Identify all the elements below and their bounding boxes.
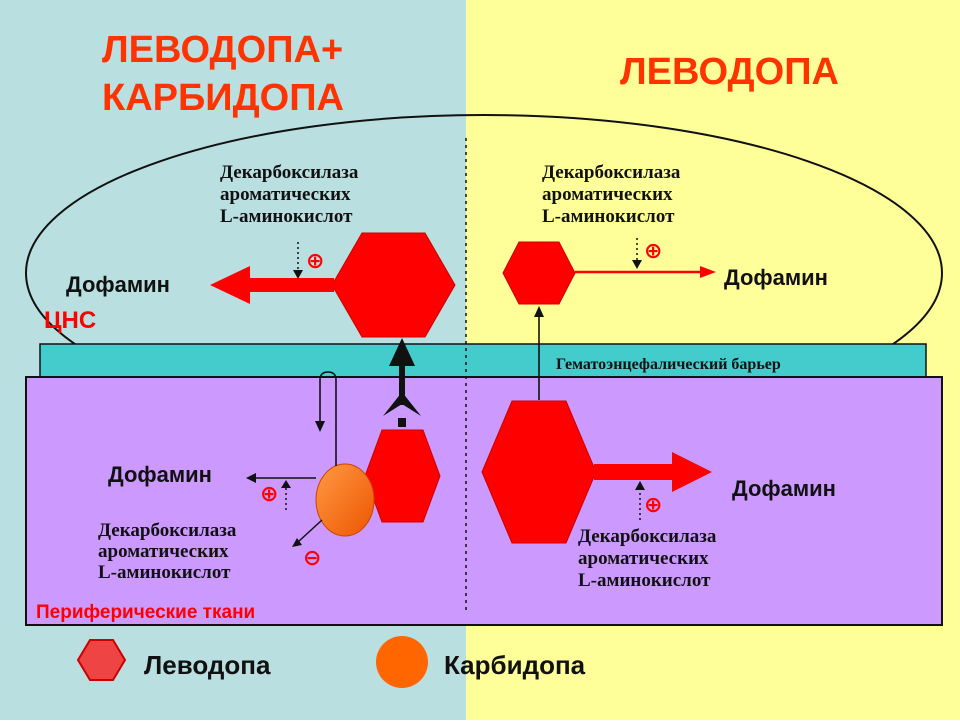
plus-sign-periphery-left: ⊕ bbox=[260, 481, 278, 506]
legend-carbidopa-circle bbox=[376, 636, 428, 688]
blood-brain-barrier bbox=[39, 343, 927, 378]
enzyme-periphery-left-line2: ароматических bbox=[98, 541, 229, 562]
cns-label: ЦНС bbox=[44, 307, 96, 334]
title-right: ЛЕВОДОПА bbox=[620, 51, 839, 93]
title-left-line1: ЛЕВОДОПА+ bbox=[102, 29, 343, 71]
legend-levodopa-hexagon bbox=[76, 639, 127, 681]
carbidopa-circle-periphery bbox=[315, 463, 375, 537]
enzyme-cns-left-line1: Декарбоксилаза bbox=[220, 162, 359, 183]
minus-sign-periphery: ⊖ bbox=[303, 545, 321, 570]
plus-sign-periphery-right: ⊕ bbox=[644, 492, 662, 517]
enzyme-pointer-head-periphery-right bbox=[635, 481, 645, 490]
carbidopa-return-arrow bbox=[319, 371, 337, 466]
transport-stub-left bbox=[398, 418, 406, 427]
peripheral-label: Периферические ткани bbox=[36, 602, 255, 623]
enzyme-periphery-left-line3: L-аминокислот bbox=[98, 562, 231, 583]
enzyme-periphery-right-line2: ароматических bbox=[578, 548, 709, 569]
plus-sign-cns-left: ⊕ bbox=[306, 248, 324, 273]
levodopa-hexagon-cns-left bbox=[331, 232, 456, 338]
inhibition-arrow-head bbox=[292, 538, 302, 547]
enzyme-cns-left-line2: ароматических bbox=[220, 184, 351, 205]
dopamine-arrow-cns-right-head bbox=[700, 266, 716, 278]
dopamine-arrow-periphery-left-head bbox=[246, 473, 256, 483]
legend-levodopa-label: Леводопа bbox=[144, 650, 271, 680]
levodopa-hexagon-periphery-left bbox=[364, 429, 441, 523]
enzyme-periphery-right-line3: L-аминокислот bbox=[578, 570, 711, 591]
plus-sign-cns-right: ⊕ bbox=[644, 238, 662, 263]
enzyme-cns-right-line1: Декарбоксилаза bbox=[542, 162, 681, 183]
dopamine-label-cns-left: Дофамин bbox=[66, 272, 170, 297]
dopamine-label-cns-right: Дофамин bbox=[724, 265, 828, 290]
transport-fork-left bbox=[383, 392, 421, 416]
enzyme-pointer-head-periphery-left bbox=[281, 480, 291, 488]
enzyme-periphery-right-line1: Декарбоксилаза bbox=[578, 526, 717, 547]
dopamine-label-periphery-left: Дофамин bbox=[108, 462, 212, 487]
title-left-line2: КАРБИДОПА bbox=[102, 77, 344, 119]
enzyme-cns-right-line2: ароматических bbox=[542, 184, 673, 205]
transport-arrowhead-left bbox=[389, 338, 415, 366]
enzyme-cns-left-line3: L-аминокислот bbox=[220, 206, 353, 227]
transport-head-right bbox=[534, 306, 544, 317]
carbidopa-return-arrow-head bbox=[315, 421, 325, 432]
dopamine-arrow-periphery-right bbox=[594, 452, 712, 492]
enzyme-periphery-left-line1: Декарбоксилаза bbox=[98, 520, 237, 541]
peripheral-tissue-box bbox=[25, 376, 943, 626]
legend-carbidopa-label: Карбидопа bbox=[444, 650, 586, 680]
dopamine-label-periphery-right: Дофамин bbox=[732, 476, 836, 501]
blood-brain-barrier-label: Гематоэнцефалический барьер bbox=[556, 356, 781, 373]
enzyme-pointer-head-cns-right bbox=[632, 260, 642, 269]
levodopa-hexagon-cns-right bbox=[502, 241, 576, 305]
enzyme-cns-right-line3: L-аминокислот bbox=[542, 206, 675, 227]
dopamine-arrow-cns-left bbox=[210, 266, 334, 304]
inhibition-arrow-line bbox=[297, 519, 323, 543]
enzyme-pointer-head-cns-left bbox=[293, 270, 303, 279]
